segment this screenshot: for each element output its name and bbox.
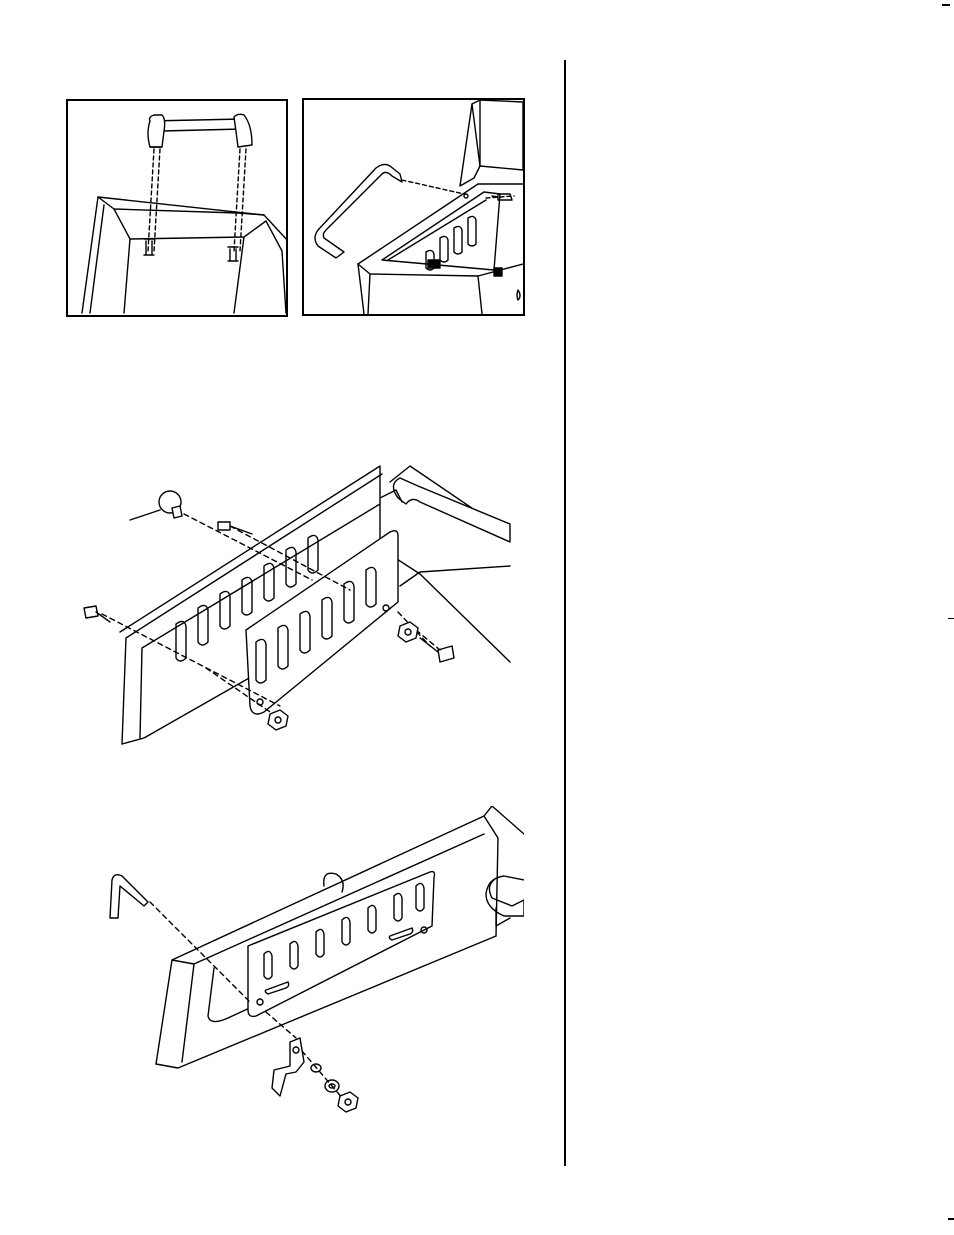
figure-bracket-assembly bbox=[100, 806, 524, 1118]
figure-vent-plate bbox=[80, 462, 520, 752]
figure-handle-attach bbox=[66, 99, 288, 317]
crop-mark-middle bbox=[948, 618, 954, 619]
figure-handle-on-grill bbox=[302, 98, 525, 316]
column-divider bbox=[564, 60, 566, 1166]
bracket-hardware-icon bbox=[100, 806, 524, 1118]
crop-mark-top bbox=[942, 4, 950, 6]
handle-bolts-icon bbox=[68, 101, 286, 315]
side-handle-icon bbox=[304, 100, 523, 314]
vent-plate-icon bbox=[80, 462, 520, 752]
crop-mark-bottom bbox=[948, 1218, 954, 1220]
